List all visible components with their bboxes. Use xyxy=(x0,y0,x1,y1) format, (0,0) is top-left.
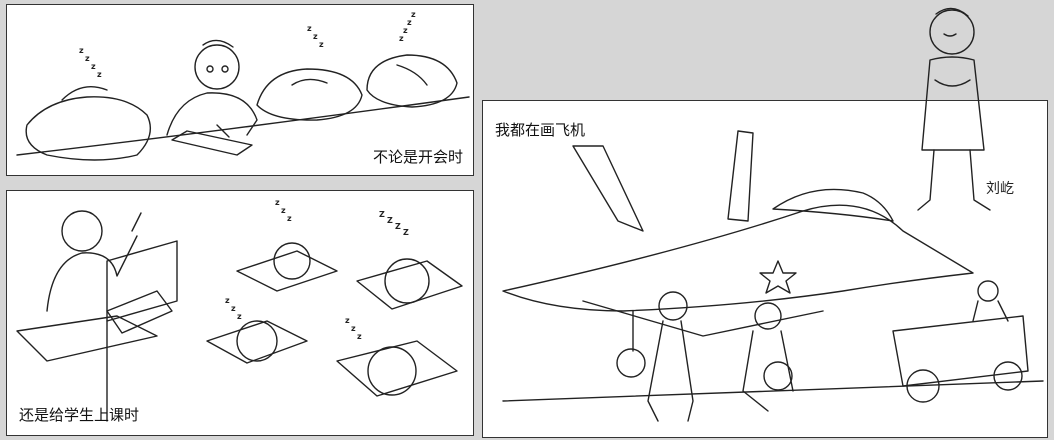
svg-text:z: z xyxy=(97,70,102,79)
comic-panel-airplane: 我都在画飞机 xyxy=(482,100,1048,438)
svg-text:z: z xyxy=(403,26,408,35)
svg-text:z: z xyxy=(225,296,230,305)
artist-figure xyxy=(917,7,991,211)
svg-text:z: z xyxy=(91,62,96,71)
svg-text:z: z xyxy=(275,198,280,207)
svg-text:Z: Z xyxy=(387,216,393,225)
svg-text:Z: Z xyxy=(403,228,409,237)
svg-text:z: z xyxy=(313,32,318,41)
svg-text:z: z xyxy=(319,40,324,49)
svg-text:Z: Z xyxy=(395,222,401,231)
svg-text:z: z xyxy=(399,34,404,43)
panel-caption-classroom: 还是给学生上课时 xyxy=(19,406,140,424)
airplane-illustration xyxy=(502,130,1044,422)
svg-text:z: z xyxy=(231,304,236,313)
svg-text:z: z xyxy=(307,24,312,33)
panel-caption-airplane: 我都在画飞机 xyxy=(495,121,586,139)
svg-text:Z: Z xyxy=(379,210,385,219)
svg-text:z: z xyxy=(79,46,84,55)
svg-text:z: z xyxy=(411,10,416,19)
svg-text:z: z xyxy=(287,214,292,223)
panel-caption-meeting: 不论是开会时 xyxy=(372,148,463,166)
svg-text:z: z xyxy=(237,312,242,321)
svg-text:z: z xyxy=(351,324,356,333)
svg-text:z: z xyxy=(281,206,286,215)
svg-text:z: z xyxy=(85,54,90,63)
svg-text:z: z xyxy=(407,18,412,27)
artist-signature: 刘屹 xyxy=(986,181,1014,197)
svg-text:z: z xyxy=(357,332,362,341)
svg-text:z: z xyxy=(345,316,350,325)
